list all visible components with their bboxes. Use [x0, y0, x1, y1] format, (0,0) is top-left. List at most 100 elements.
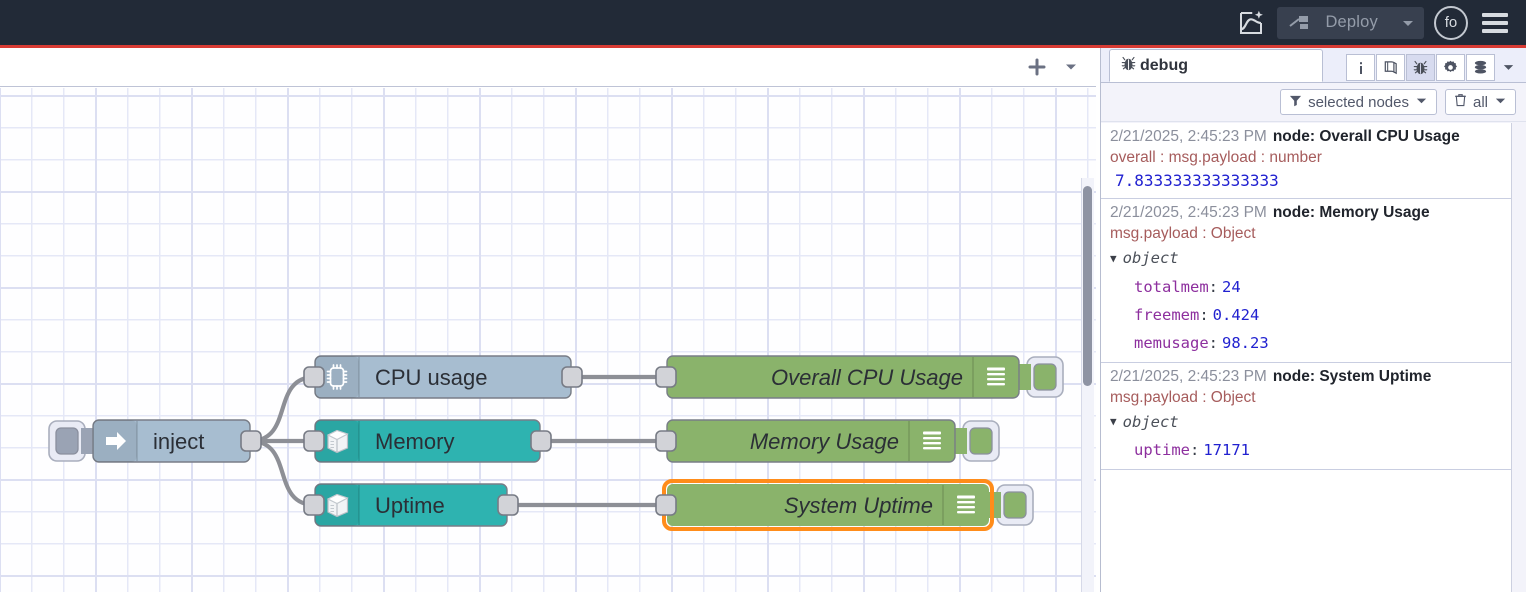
debug-object-label: object — [1122, 249, 1179, 267]
flow-node-memory[interactable]: Memory — [303, 419, 552, 463]
node-input-port[interactable] — [303, 494, 325, 516]
node-input-port[interactable] — [655, 366, 677, 388]
debug-object-root[interactable]: ▼ object — [1110, 408, 1511, 437]
debug-object-key: totalmem — [1134, 277, 1209, 296]
flow-link[interactable] — [249, 374, 316, 444]
node-button-indicator — [55, 427, 79, 455]
debug-object-key: freemem — [1134, 305, 1200, 324]
node-output-port[interactable] — [497, 494, 519, 516]
clear-chevron-down-icon[interactable] — [1494, 94, 1507, 111]
debug-object-entry: freemem:0.424 — [1134, 305, 1260, 324]
node-label: Memory — [375, 429, 454, 454]
debug-object-value: 24 — [1222, 277, 1241, 296]
node-output-port[interactable] — [561, 366, 583, 388]
node-output-port[interactable] — [530, 430, 552, 452]
node-button-indicator — [1033, 363, 1057, 391]
debug-message-timestamp: 2/21/2025, 2:45:23 PM — [1110, 128, 1267, 145]
app-header: Deploy fo — [0, 0, 1526, 45]
flow-node-cpu-usage[interactable]: CPU usage — [303, 355, 583, 399]
debug-object-value: 98.23 — [1222, 333, 1269, 352]
debug-bug-icon[interactable] — [1406, 54, 1435, 81]
sidebar-tool-buttons — [1346, 54, 1520, 81]
avatar-label: fo — [1444, 14, 1458, 31]
server-icon — [327, 493, 349, 518]
clear-messages-button[interactable]: all — [1444, 89, 1516, 115]
funnel-icon — [1289, 94, 1302, 111]
deploy-button[interactable]: Deploy — [1277, 6, 1424, 39]
debug-object-value: 0.424 — [1212, 305, 1260, 324]
deploy-icon — [1277, 14, 1325, 32]
debug-message-source-node[interactable]: node: Memory Usage — [1272, 204, 1430, 221]
debug-message-timestamp: 2/21/2025, 2:45:23 PM — [1110, 204, 1267, 221]
node-input-port[interactable] — [303, 366, 325, 388]
debug-message-property: overall : msg.payload : number — [1110, 149, 1322, 166]
flow-tab-menu-button[interactable] — [1054, 50, 1088, 84]
flow-node-memory-usage[interactable]: Memory Usage — [655, 419, 1000, 463]
trash-icon — [1454, 93, 1467, 111]
node-output-port[interactable] — [240, 430, 262, 452]
collapse-triangle-icon[interactable]: ▼ — [1110, 251, 1117, 265]
node-label: Uptime — [375, 493, 445, 518]
flow-link[interactable] — [249, 438, 316, 508]
sidebar-tab-label: debug — [1140, 56, 1188, 74]
server-icon — [327, 429, 349, 454]
sidebar-more-chevron-down-icon[interactable] — [1496, 54, 1520, 81]
flow-node-overall-cpu-usage[interactable]: Overall CPU Usage — [655, 355, 1064, 399]
user-avatar[interactable]: fo — [1434, 5, 1468, 40]
filter-chevron-down-icon[interactable] — [1415, 94, 1428, 111]
canvas-scrollbar-thumb[interactable] — [1083, 186, 1092, 386]
flow-node-inject[interactable]: inject — [48, 419, 262, 463]
sidebar-tabrow: debug — [1101, 48, 1526, 83]
debug-message-value: 7.833333333333333 — [1115, 171, 1279, 190]
collapse-triangle-icon[interactable]: ▼ — [1110, 415, 1117, 428]
debug-message-property: msg.payload : Object — [1110, 225, 1256, 242]
debug-object-entry: uptime:17171 — [1134, 441, 1251, 459]
help-book-icon[interactable] — [1376, 54, 1405, 81]
debug-filter-row: selected nodes all — [1101, 83, 1526, 122]
node-label: CPU usage — [375, 365, 488, 390]
debug-message-source-node[interactable]: node: System Uptime — [1272, 367, 1432, 385]
node-label: inject — [153, 429, 204, 454]
debug-object-entry: totalmem:24 — [1134, 277, 1241, 296]
sidebar-tab-debug[interactable]: debug — [1109, 49, 1323, 82]
node-body[interactable] — [667, 484, 989, 526]
node-button-indicator — [969, 427, 993, 455]
node-input-port[interactable] — [655, 430, 677, 452]
clear-label: all — [1472, 93, 1488, 111]
add-flow-tab-button[interactable] — [1020, 50, 1054, 84]
debug-message-list[interactable]: 2/21/2025, 2:45:23 PM node: Overall CPU U… — [1101, 123, 1512, 592]
config-gear-icon[interactable] — [1436, 54, 1465, 81]
debug-message[interactable]: 2/21/2025, 2:45:23 PM node: Memory Usage m… — [1101, 199, 1511, 363]
debug-message-property: msg.payload : Object — [1110, 388, 1256, 406]
node-label: System Uptime — [784, 493, 933, 518]
debug-object-key: memusage — [1134, 333, 1209, 352]
flow-links — [249, 374, 667, 508]
info-icon[interactable] — [1346, 54, 1375, 81]
debug-object-root[interactable]: ▼ object — [1110, 244, 1511, 273]
node-button-indicator — [1003, 491, 1027, 519]
deploy-chevron-down-icon[interactable] — [1392, 7, 1424, 39]
flow-node-system-uptime[interactable]: System Uptime — [655, 479, 1034, 531]
debug-message-timestamp: 2/21/2025, 2:45:23 PM — [1110, 367, 1267, 385]
debug-message-source-node[interactable]: node: Overall CPU Usage — [1272, 128, 1460, 145]
flow-node-uptime[interactable]: Uptime — [303, 483, 519, 527]
right-sidebar: debug — [1100, 48, 1526, 592]
node-input-port[interactable] — [655, 494, 677, 516]
filter-selected-nodes-button[interactable]: selected nodes — [1280, 89, 1437, 115]
flow-sparkle-icon[interactable] — [1229, 7, 1273, 39]
header-accent-line — [0, 45, 1526, 48]
debug-object-label: object — [1122, 412, 1179, 431]
debug-message[interactable]: 2/21/2025, 2:45:23 PM node: System Uptime… — [1101, 362, 1511, 470]
workspace-tabbar — [0, 48, 1096, 87]
node-label: Memory Usage — [750, 429, 899, 454]
bug-icon — [1120, 55, 1137, 77]
debug-object-key: uptime — [1134, 441, 1190, 459]
context-data-icon[interactable] — [1466, 54, 1495, 81]
node-input-port[interactable] — [303, 430, 325, 452]
debug-message[interactable]: 2/21/2025, 2:45:23 PM node: Overall CPU U… — [1101, 123, 1511, 199]
hamburger-menu-icon[interactable] — [1482, 12, 1508, 33]
